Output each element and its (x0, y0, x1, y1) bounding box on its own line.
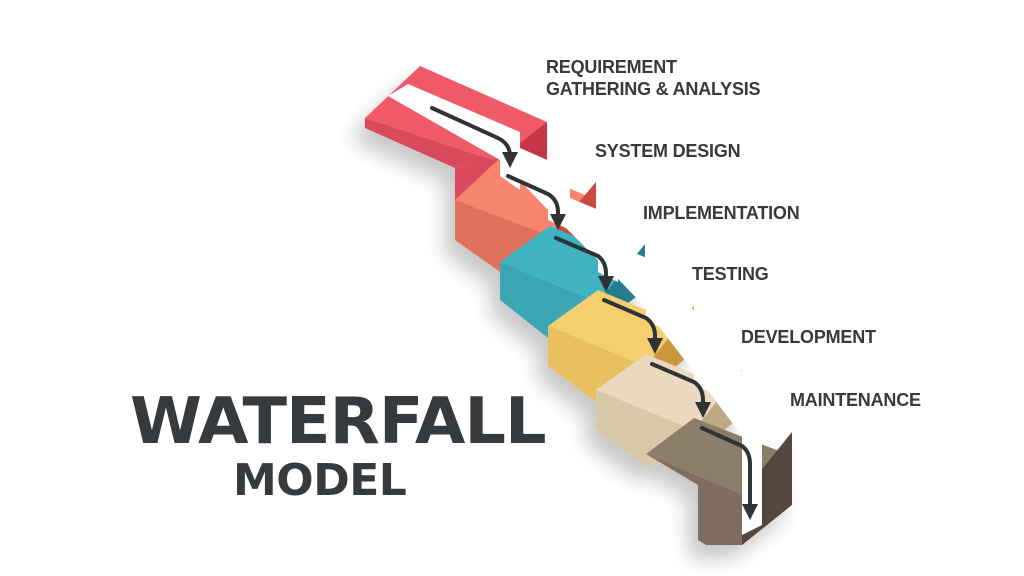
title-model: MODEL (233, 455, 407, 506)
stage-label-system-design: SYSTEM DESIGN (595, 141, 741, 161)
stage-label-testing: TESTING (692, 264, 769, 284)
arrow-icon (700, 426, 758, 520)
arrow-icon (554, 236, 614, 292)
arrow-icon (430, 106, 518, 168)
arrow-icon (506, 174, 566, 230)
title-waterfall: WATERFALL (130, 385, 547, 459)
stage-label-implementation: IMPLEMENTATION (643, 203, 800, 223)
flow-arrows (430, 106, 758, 520)
arrow-icon (602, 298, 663, 354)
stage-label-development: DEVELOPMENT (741, 327, 876, 347)
stage-label-requirement: REQUIREMENT GATHERING & ANALYSIS (546, 57, 761, 99)
arrow-icon (650, 362, 711, 418)
stage-label-maintenance: MAINTENANCE (790, 390, 921, 410)
